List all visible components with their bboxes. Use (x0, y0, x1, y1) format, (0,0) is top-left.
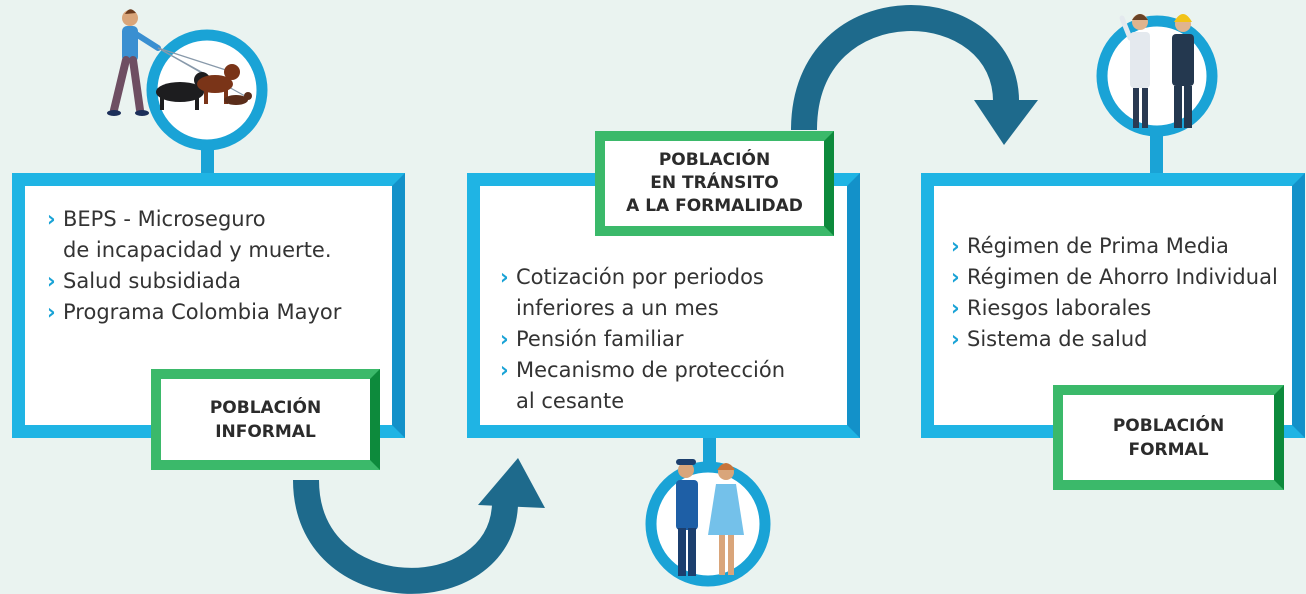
formal-benefits-list: ›Régimen de Prima Media ›Régimen de Ahor… (951, 231, 1301, 355)
list-item: ›Pensión familiar (500, 324, 830, 355)
curved-arrow-icon (293, 458, 545, 594)
chevron-right-icon: › (951, 234, 960, 258)
label-poblacion-transito: POBLACIÓN EN TRÁNSITO A LA FORMALIDAD (595, 131, 834, 236)
list-item: ›Régimen de Prima Media (951, 231, 1301, 262)
list-item: ›Régimen de Ahorro Individual (951, 262, 1301, 293)
list-item: ›BEPS - Microseguro de incapacidad y mue… (47, 204, 392, 266)
doctor-and-engineer-icon (1096, 14, 1218, 137)
list-item: ›Riesgos laborales (951, 293, 1301, 324)
chevron-right-icon: › (500, 327, 509, 351)
curved-arrow-icon (791, 5, 1038, 145)
chevron-right-icon: › (951, 265, 960, 289)
chevron-right-icon: › (500, 358, 509, 382)
label-poblacion-informal: POBLACIÓN INFORMAL (151, 369, 380, 470)
chevron-right-icon: › (951, 327, 960, 351)
chevron-right-icon: › (951, 296, 960, 320)
label-poblacion-formal: POBLACIÓN FORMAL (1053, 385, 1284, 490)
chevron-right-icon: › (47, 300, 56, 324)
chevron-right-icon: › (500, 265, 509, 289)
person-walking-dogs-icon (107, 9, 268, 151)
transito-benefits-list: ›Cotización por periodos inferiores a un… (500, 262, 830, 417)
list-item: ›Cotización por periodos inferiores a un… (500, 262, 830, 324)
list-item: ›Programa Colombia Mayor (47, 297, 392, 328)
workers-uniform-icon (645, 459, 771, 587)
chevron-right-icon: › (47, 207, 56, 231)
connector-line-3 (1150, 132, 1163, 177)
chevron-right-icon: › (47, 269, 56, 293)
list-item: ›Salud subsidiada (47, 266, 392, 297)
informal-benefits-list: ›BEPS - Microseguro de incapacidad y mue… (47, 204, 392, 328)
panel-formal (921, 173, 1305, 438)
list-item: ›Mecanismo de protección al cesante (500, 355, 830, 417)
list-item: ›Sistema de salud (951, 324, 1301, 355)
